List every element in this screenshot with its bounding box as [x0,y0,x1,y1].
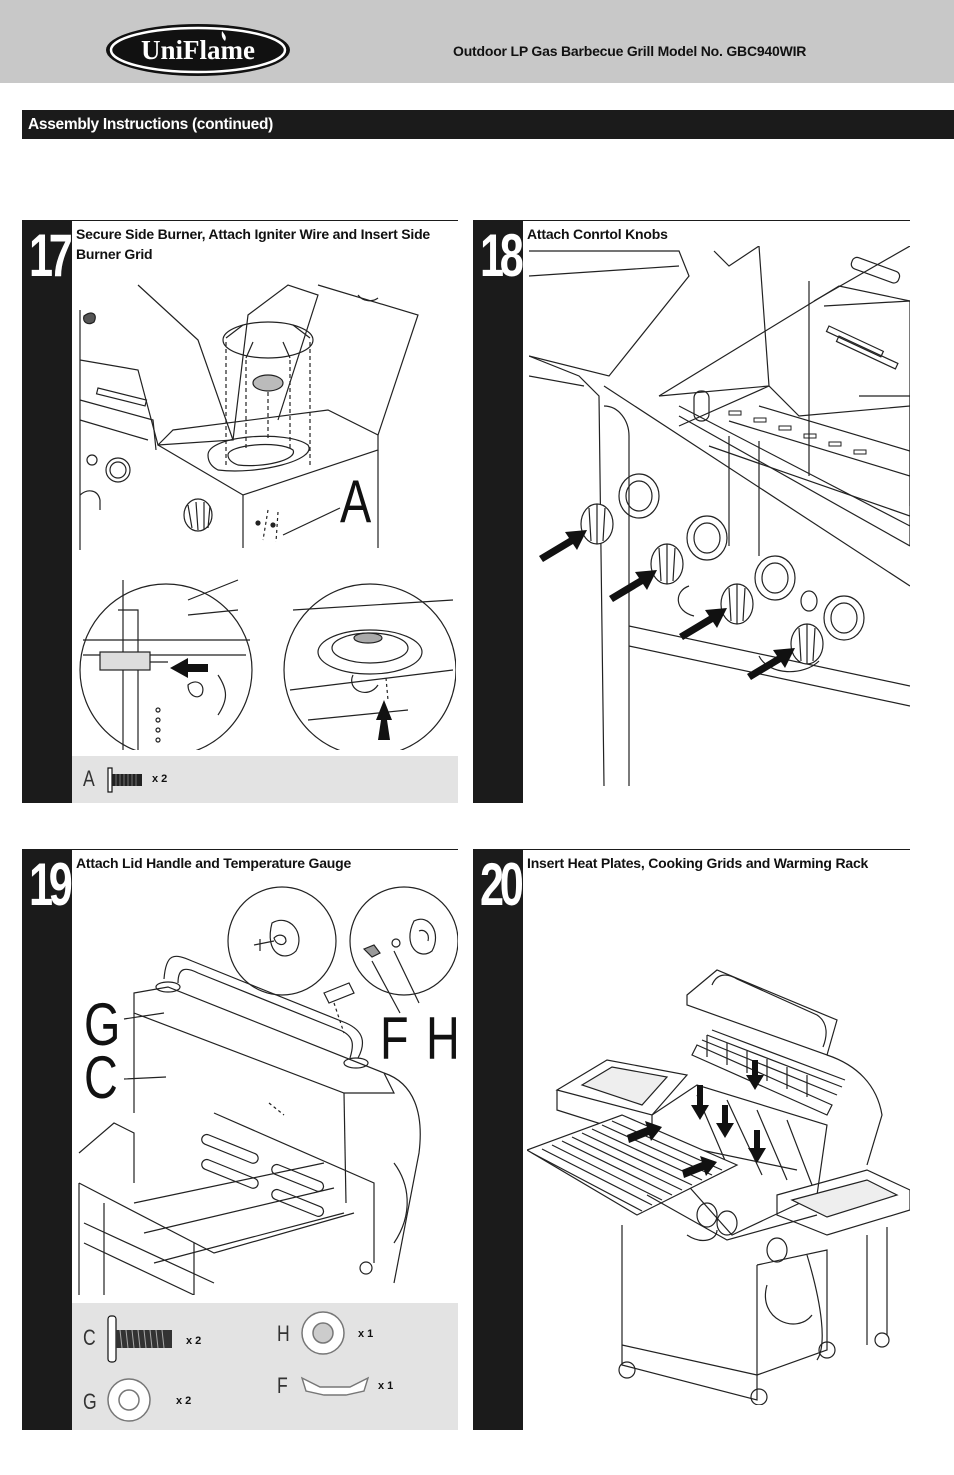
arrow-icon [376,700,392,740]
model-line: Outdoor LP Gas Barbecue Grill Model No. … [453,43,807,59]
callout-f: F [380,1005,409,1072]
step-19: 19 Attach Lid Handle and Temperature Gau… [22,849,460,1430]
wing-nut-icon [300,1376,370,1396]
header-band: UniFlame Outdoor LP Gas Barbecue Grill M… [0,0,954,83]
part-quantity: x 2 [176,1395,192,1407]
step-number: 20 [480,851,524,918]
step-number: 18 [480,222,524,289]
step-17: 17 Secure Side Burner, Attach Igniter Wi… [22,220,458,803]
part-label: A [83,766,95,791]
part-quantity: x 1 [378,1380,394,1392]
step-number-column: 18 [473,220,524,803]
step-title: Insert Heat Plates, Cooking Grids and Wa… [527,855,869,871]
arrow-icon [539,530,795,680]
step-number-column: 19 [22,849,73,1430]
part-quantity: x 1 [358,1328,374,1340]
side-burner-illustration [79,284,456,750]
step-20: 20 Insert Heat Plates, Cooking Grids and… [473,849,910,1430]
step-rule [72,849,458,850]
step-number: 17 [29,222,73,289]
step-title: Attach Conrtol Knobs [527,226,668,242]
callout-g: G [84,991,121,1058]
step-rule [72,220,458,221]
lid-handle-illustration [78,886,458,1295]
callout-a: A [340,468,372,535]
step-title: Attach Lid Handle and Temperature Gauge [76,855,352,871]
svg-text:UniFlame: UniFlame [141,35,255,65]
washer-icon [107,1378,151,1422]
washer-icon [301,1311,345,1355]
step-number-column: 17 [22,220,73,803]
part-label: G [83,1389,97,1414]
part-label: F [277,1373,288,1398]
part-quantity: x 2 [152,773,168,785]
step-number-column: 20 [473,849,524,1430]
part-label: H [277,1321,290,1346]
parts-box: A x 2 [72,756,458,803]
part-label: C [83,1325,96,1350]
control-knobs-illustration [529,246,910,786]
uniflame-logo: UniFlame [106,24,290,76]
step-rule [523,849,910,850]
section-title: Assembly Instructions (continued) [28,116,274,133]
screw-icon [107,767,142,793]
arrow-icon [170,658,208,678]
parts-box: C x 2 G x 2 H x 1 F x 1 [72,1303,458,1430]
step-title: Secure Side Burner, Attach Igniter Wire … [76,226,431,262]
cooking-grids-illustration [527,969,910,1405]
arrow-icon [627,1060,766,1178]
step-18: 18 Attach Conrtol Knobs [473,220,910,803]
bolt-icon [107,1315,172,1363]
part-quantity: x 2 [186,1335,202,1347]
callout-h: H [426,1005,460,1072]
section-bar: Assembly Instructions (continued) [22,110,954,139]
callout-c: C [84,1044,118,1111]
step-rule [523,220,910,221]
step-number: 19 [29,851,73,918]
